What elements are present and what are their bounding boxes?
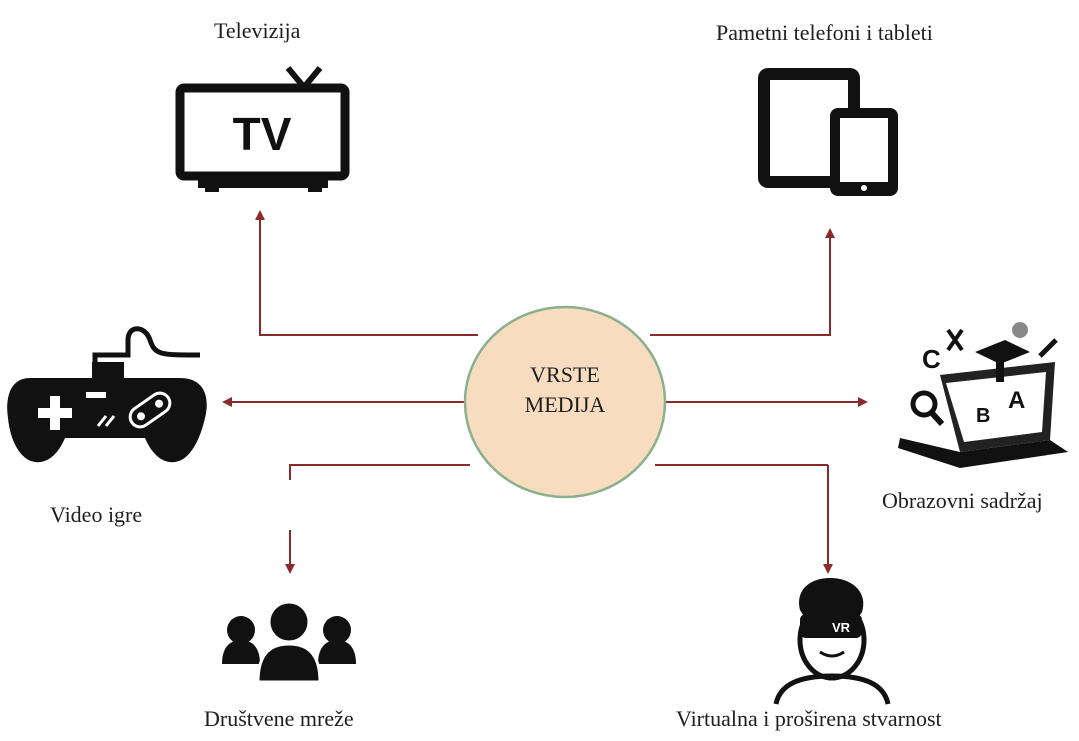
label-tv: Televizija — [214, 18, 301, 43]
education-letter-a: A — [1008, 387, 1025, 414]
center-node — [463, 305, 667, 499]
label-education: Obrazovni sadržaj — [882, 488, 1043, 513]
arrow-to-tv — [255, 210, 478, 336]
vr-headset-person-icon: VR — [773, 578, 891, 705]
tv-icon-text: TV — [233, 108, 292, 160]
label-phones: Pametni telefoni i tableti — [716, 20, 933, 45]
label-vr: Virtualna i proširena stvarnost — [676, 706, 942, 731]
center-line-2: MEDIJA — [524, 392, 606, 417]
gamepad-icon — [7, 326, 207, 463]
vr-icon-text: VR — [832, 620, 851, 635]
center-line-1: VRSTE — [530, 362, 600, 387]
arrow-to-phones — [650, 228, 835, 336]
education-letter-c: C — [922, 344, 941, 374]
education-letter-b: B — [976, 405, 990, 427]
connectors — [222, 210, 868, 574]
label-social: Društvene mreže — [204, 706, 354, 731]
tv-icon: TV — [175, 66, 350, 192]
label-games: Video igre — [50, 502, 143, 527]
education-laptop-icon: C A B — [898, 322, 1068, 468]
tablet-phone-icon — [758, 68, 898, 196]
line-to-vr — [289, 464, 470, 480]
center-node-text: VRSTE MEDIJA — [470, 360, 660, 420]
people-group-icon — [222, 600, 356, 684]
